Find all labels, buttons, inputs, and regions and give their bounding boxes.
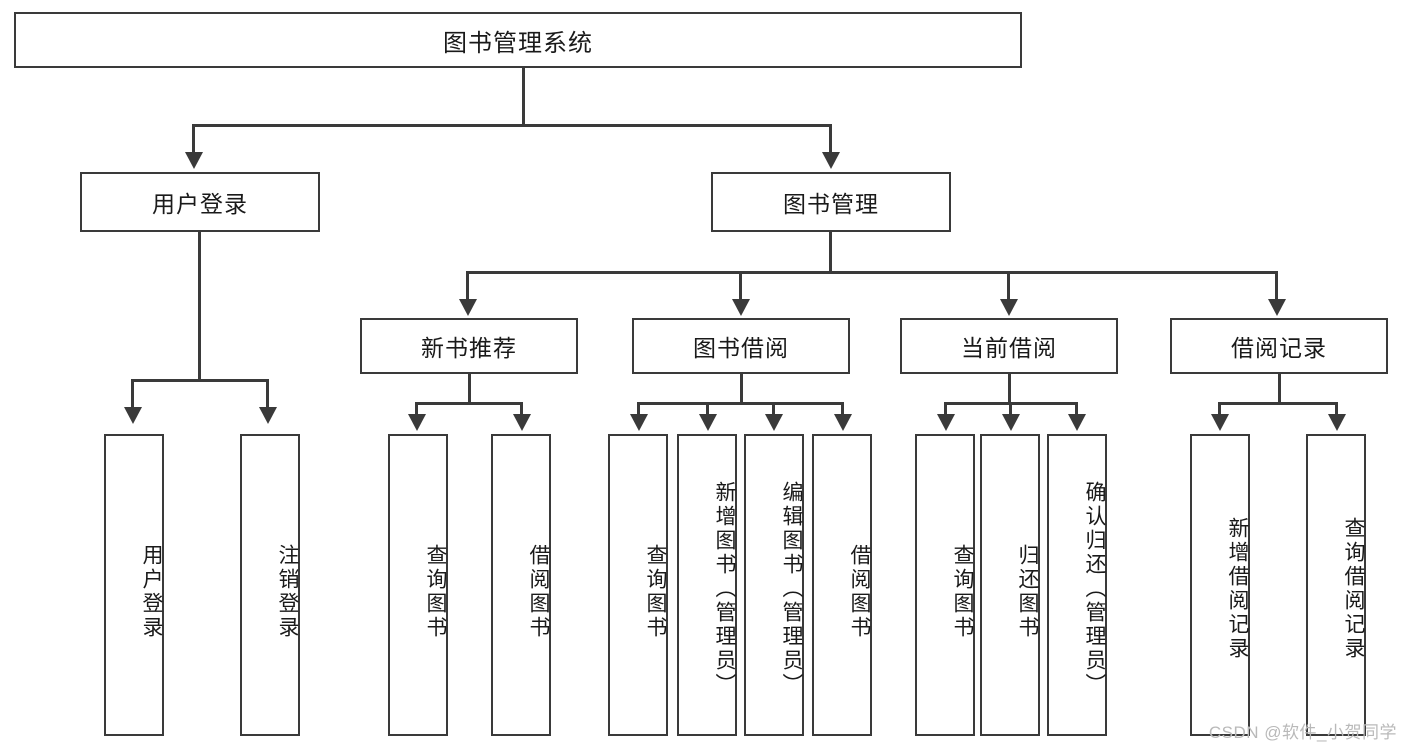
node-label: 归还图书 [1016,544,1039,640]
edge-current-drop-2 [1009,402,1012,417]
node-borrow-record[interactable]: 借阅记录 [1170,318,1388,374]
node-label: 编辑图书（管理员） [780,481,803,697]
node-current-borrow[interactable]: 当前借阅 [900,318,1118,374]
leaf-recommend-borrow-book[interactable]: 借阅图书 [491,434,551,736]
node-label: 新书推荐 [421,335,517,361]
edge-root-to-bookmgmt [829,124,832,154]
edge-root-to-login [192,124,195,154]
edge-login-drop-2 [266,379,269,409]
edge-bookmgmt-drop-4 [1275,271,1278,301]
node-user-login[interactable]: 用户登录 [80,172,320,232]
arrow-bookmgmt-child-4 [1268,299,1286,316]
node-label: 查询图书 [951,544,974,640]
arrow-borrow-leaf-1 [630,414,648,431]
leaf-user-login[interactable]: 用户登录 [104,434,164,736]
node-label: 图书管理 [783,191,879,217]
edge-bookmgmt-drop-2 [739,271,742,301]
arrow-login-leaf-1 [124,407,142,424]
arrow-bookmgmt-child-1 [459,299,477,316]
node-label: 图书管理系统 [443,29,593,57]
node-label: 用户登录 [152,191,248,217]
leaf-current-return-book[interactable]: 归还图书 [980,434,1040,736]
edge-login-drop-1 [131,379,134,409]
node-label: 借阅记录 [1231,335,1327,361]
node-label: 查询图书 [644,544,667,640]
leaf-logout[interactable]: 注销登录 [240,434,300,736]
node-label: 借阅图书 [527,544,550,640]
arrow-recommend-leaf-2 [513,414,531,431]
leaf-borrow-borrow-book[interactable]: 借阅图书 [812,434,872,736]
edge-current-drop-3 [1075,402,1078,417]
arrow-bookmgmt-child-2 [732,299,750,316]
node-label: 用户登录 [140,544,163,640]
arrow-record-leaf-1 [1211,414,1229,431]
arrow-current-leaf-1 [937,414,955,431]
arrow-borrow-leaf-2 [699,414,717,431]
edge-record-drop-2 [1335,402,1338,417]
leaf-record-query-borrow-record[interactable]: 查询借阅记录 [1306,434,1366,736]
edge-borrow-drop-2 [706,402,709,417]
arrow-bookmgmt-child-3 [1000,299,1018,316]
arrow-recommend-leaf-1 [408,414,426,431]
leaf-current-query-book[interactable]: 查询图书 [915,434,975,736]
arrow-current-leaf-3 [1068,414,1086,431]
edge-record-bar [1218,402,1338,405]
edge-borrow-bar [637,402,844,405]
leaf-borrow-edit-book-admin[interactable]: 编辑图书（管理员） [744,434,804,736]
node-label: 确认归还（管理员） [1083,481,1106,697]
node-label: 新增图书（管理员） [713,481,736,697]
edge-borrow-stem [740,374,743,404]
leaf-recommend-query-book[interactable]: 查询图书 [388,434,448,736]
node-label: 借阅图书 [848,544,871,640]
leaf-borrow-query-book[interactable]: 查询图书 [608,434,668,736]
edge-bookmgmt-drop-3 [1007,271,1010,301]
node-book-management[interactable]: 图书管理 [711,172,951,232]
arrow-login-leaf-2 [259,407,277,424]
arrow-record-leaf-2 [1328,414,1346,431]
leaf-record-add-borrow-record[interactable]: 新增借阅记录 [1190,434,1250,736]
edge-borrow-drop-3 [772,402,775,417]
arrow-root-to-bookmgmt [822,152,840,169]
edge-recommend-drop-2 [520,402,523,417]
node-label: 查询图书 [424,544,447,640]
edge-root-stem [522,68,525,125]
node-label: 图书借阅 [693,335,789,361]
edge-current-drop-1 [944,402,947,417]
arrow-borrow-leaf-4 [834,414,852,431]
node-label: 新增借阅记录 [1226,517,1249,661]
edge-bookmgmt-drop-1 [466,271,469,301]
edge-recommend-bar [415,402,523,405]
edge-bookmgmt-stem [829,232,832,274]
node-label: 注销登录 [276,544,299,640]
arrow-current-leaf-2 [1002,414,1020,431]
node-root-system[interactable]: 图书管理系统 [14,12,1022,68]
node-label: 查询借阅记录 [1342,517,1365,661]
node-label: 当前借阅 [961,335,1057,361]
edge-recommend-drop-1 [415,402,418,417]
leaf-current-confirm-return-admin[interactable]: 确认归还（管理员） [1047,434,1107,736]
node-book-borrow[interactable]: 图书借阅 [632,318,850,374]
edge-record-stem [1278,374,1281,404]
arrow-borrow-leaf-3 [765,414,783,431]
edge-record-drop-1 [1218,402,1221,417]
node-new-book-recommend[interactable]: 新书推荐 [360,318,578,374]
edge-login-stem [198,232,201,382]
arrow-root-to-login [185,152,203,169]
edge-login-bar [131,379,269,382]
leaf-borrow-add-book-admin[interactable]: 新增图书（管理员） [677,434,737,736]
edge-recommend-stem [468,374,471,404]
edge-borrow-drop-1 [637,402,640,417]
edge-root-bar [192,124,832,127]
edge-borrow-drop-4 [841,402,844,417]
edge-bookmgmt-bar [466,271,1278,274]
edge-current-stem [1008,374,1011,404]
